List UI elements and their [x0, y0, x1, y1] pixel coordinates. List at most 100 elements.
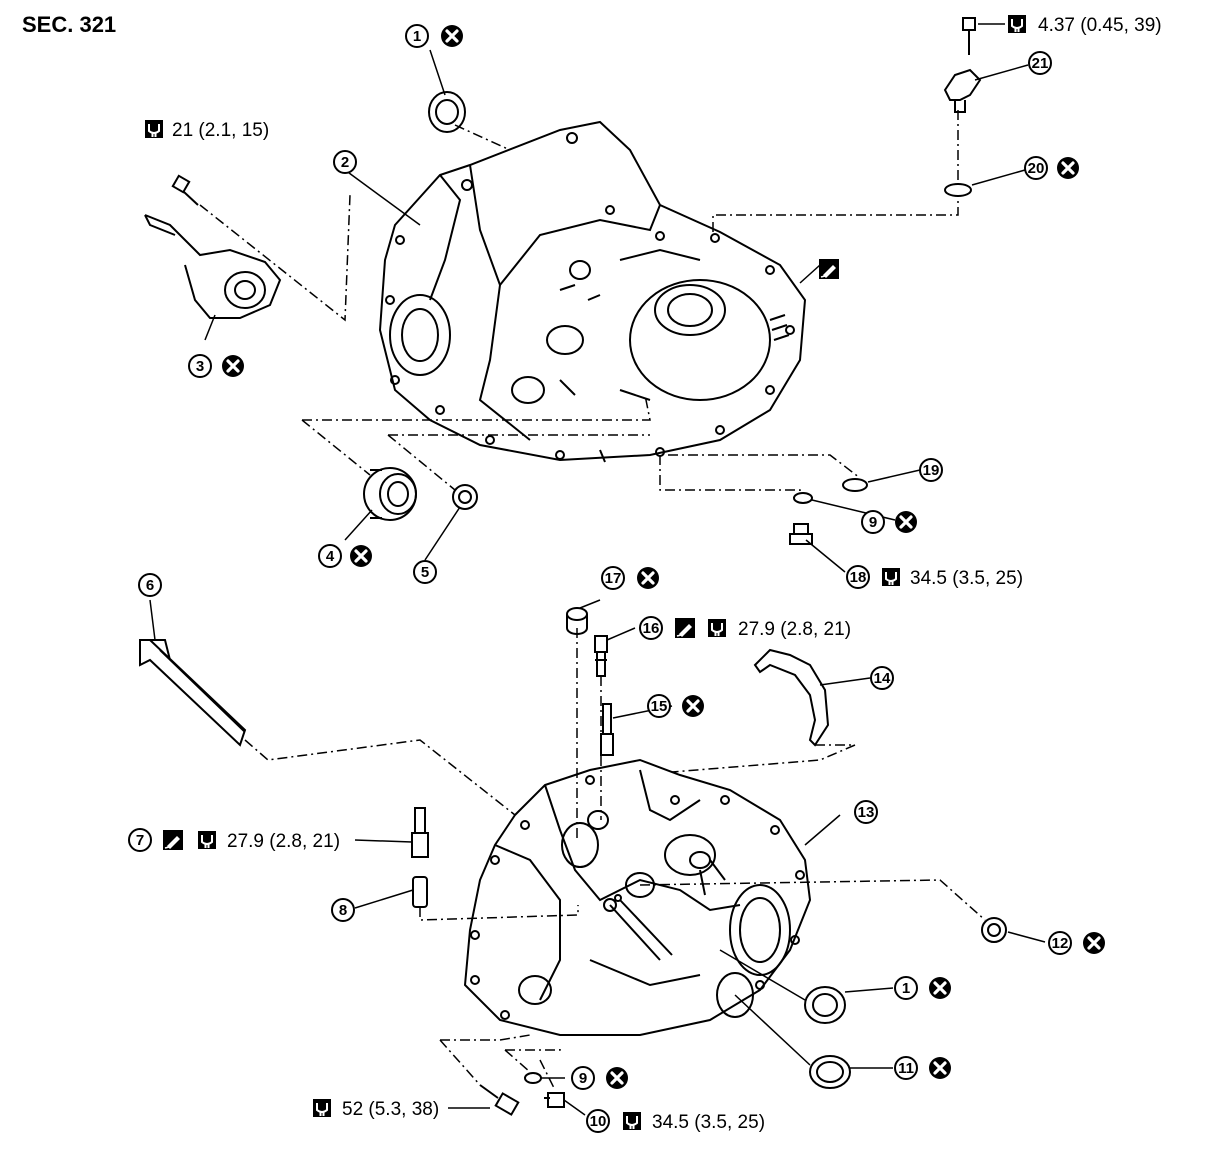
plug-10	[544, 1092, 565, 1108]
torque-16: 27.9 (2.8, 21)	[738, 619, 851, 640]
bolt-lower	[479, 1084, 520, 1116]
callout-17: 17	[601, 566, 625, 590]
callout-12: 12	[1048, 931, 1072, 955]
callout-9-lower: 9	[571, 1066, 595, 1090]
svg-text:6: 6	[146, 577, 154, 594]
svg-text:7: 7	[136, 832, 144, 849]
svg-text:5: 5	[421, 564, 429, 581]
svg-text:1: 1	[902, 980, 910, 997]
torque-wrench-icon	[144, 119, 164, 139]
svg-text:12: 12	[1052, 935, 1069, 952]
apply-sealant-icon	[162, 829, 184, 851]
oil-seal-lower	[804, 986, 846, 1024]
callout-5: 5	[413, 560, 437, 584]
torque-7: 27.9 (2.8, 21)	[227, 831, 340, 852]
callout-15: 15	[647, 694, 671, 718]
callout-3: 3	[188, 354, 212, 378]
baffle-plate	[139, 639, 247, 747]
callout-16: 16	[639, 616, 663, 640]
callout-8: 8	[331, 898, 355, 922]
torque-wrench-icon	[1007, 14, 1027, 34]
switch-16	[594, 635, 608, 677]
callout-21: 21	[1028, 51, 1052, 75]
torque-wrench-icon	[622, 1111, 642, 1131]
section-title: SEC. 321	[22, 12, 116, 37]
svg-text:10: 10	[590, 1113, 607, 1130]
plunger-8	[412, 876, 428, 908]
callout-1-lower: 1	[894, 976, 918, 1000]
svg-text:9: 9	[869, 514, 877, 531]
svg-text:18: 18	[850, 569, 867, 586]
replace-icon	[348, 543, 374, 569]
oil-seal-11	[809, 1055, 851, 1089]
torque-21: 4.37 (0.45, 39)	[1038, 15, 1162, 36]
svg-text:21: 21	[1032, 55, 1049, 72]
replace-icon	[680, 693, 706, 719]
replace-icon	[220, 353, 246, 379]
callout-13: 13	[854, 800, 878, 824]
washer-19	[842, 478, 868, 492]
replace-icon	[927, 1055, 953, 1081]
svg-text:14: 14	[874, 670, 891, 687]
torque-csc-bolt: 21 (2.1, 15)	[172, 120, 269, 141]
callout-11: 11	[894, 1056, 918, 1080]
clutch-housing	[378, 120, 807, 463]
svg-text:11: 11	[898, 1060, 914, 1077]
parts	[139, 17, 1007, 1116]
svg-text:20: 20	[1028, 160, 1045, 177]
sensor-21	[943, 17, 982, 113]
leader-lines	[149, 23, 1046, 1116]
callout-2: 2	[333, 150, 357, 174]
concentric-slave-cylinder	[144, 214, 282, 319]
replace-icon	[635, 565, 661, 591]
oil-seal-upper	[428, 91, 466, 133]
bearing	[363, 467, 417, 521]
torque-wrench-icon	[312, 1098, 332, 1118]
replace-icon	[1081, 930, 1107, 956]
bolt-upper-left	[171, 174, 199, 206]
apply-sealant-icon	[674, 617, 696, 639]
callout-6: 6	[138, 573, 162, 597]
svg-text:15: 15	[651, 698, 668, 715]
gasket-upper	[793, 492, 813, 504]
callout-9-upper: 9	[861, 510, 885, 534]
bushing	[452, 484, 478, 510]
drain-plug-upper	[789, 523, 813, 545]
torque-wrench-icon	[707, 618, 727, 638]
svg-text:17: 17	[605, 570, 622, 587]
svg-text:16: 16	[643, 620, 660, 637]
callout-10: 10	[586, 1109, 610, 1133]
replace-icon	[893, 509, 919, 535]
apply-sealant-icon	[818, 258, 840, 280]
svg-text:2: 2	[341, 154, 349, 171]
callout-18: 18	[846, 565, 870, 589]
svg-text:1: 1	[413, 28, 421, 45]
torque-wrench-icon	[197, 830, 217, 850]
replace-icon	[927, 975, 953, 1001]
gasket-lower	[524, 1072, 542, 1084]
callout-20: 20	[1024, 156, 1048, 180]
callout-14: 14	[870, 666, 894, 690]
callouts: 1 2 3 4 5 19 9 18 34.5 (3.5, 25) 20 21 4…	[128, 14, 1162, 1133]
svg-text:19: 19	[923, 462, 940, 479]
torque-10: 34.5 (3.5, 25)	[652, 1112, 765, 1133]
callout-19: 19	[919, 458, 943, 482]
transaxle-case	[463, 758, 812, 1036]
svg-text:9: 9	[579, 1070, 587, 1087]
o-ring-20	[944, 183, 972, 197]
bracket-14	[753, 648, 830, 747]
torque-wrench-icon	[881, 567, 901, 587]
torque-bolt-lower: 52 (5.3, 38)	[342, 1099, 439, 1120]
svg-text:3: 3	[196, 358, 204, 375]
torque-18: 34.5 (3.5, 25)	[910, 568, 1023, 589]
svg-text:13: 13	[858, 804, 875, 821]
replace-icon	[439, 23, 465, 49]
svg-text:8: 8	[339, 902, 347, 919]
replace-icon	[604, 1065, 630, 1091]
callout-7: 7	[128, 828, 152, 852]
svg-text:4: 4	[326, 548, 335, 565]
callout-1-upper: 1	[405, 24, 429, 48]
callout-4: 4	[318, 544, 342, 568]
pin-15	[600, 703, 614, 756]
